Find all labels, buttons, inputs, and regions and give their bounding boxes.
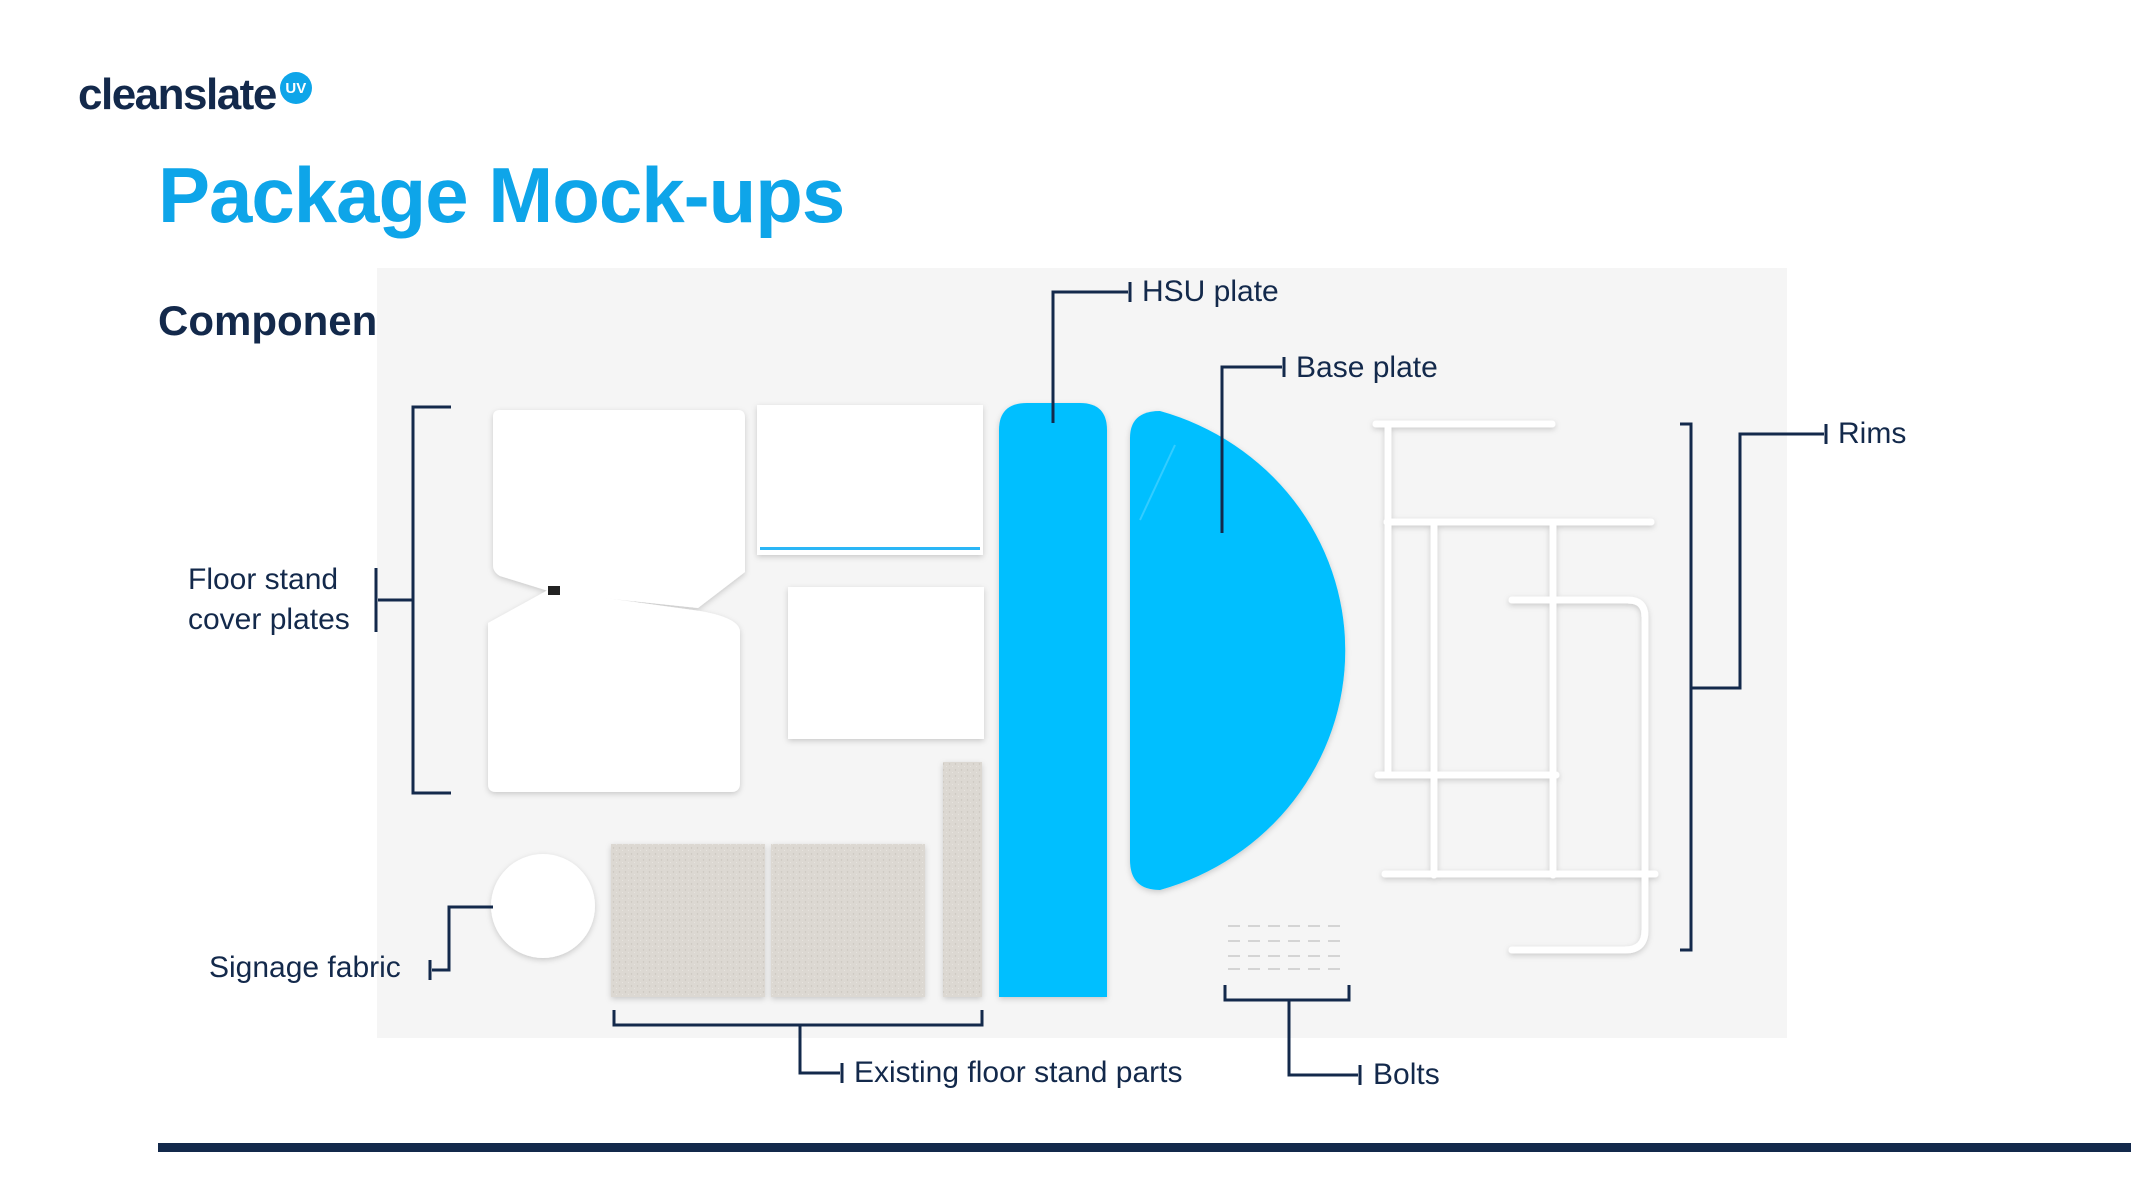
label-base-plate: Base plate <box>1296 351 1438 384</box>
hsu-plate <box>999 403 1107 997</box>
label-signage-fabric: Signage fabric <box>209 951 401 984</box>
label-floor-stand-cover-plates: Floor stand cover plates <box>188 563 350 636</box>
existing-floor-stand-parts <box>611 762 982 997</box>
callout-lines <box>374 282 1828 1085</box>
label-bolts: Bolts <box>1373 1058 1440 1091</box>
base-plate <box>1130 411 1346 890</box>
rims <box>1372 420 1659 954</box>
label-rims: Rims <box>1838 417 1907 450</box>
page-title: Package Mock-ups <box>158 151 845 239</box>
bolts <box>1228 925 1340 970</box>
label-existing-floor-stand-parts: Existing floor stand parts <box>854 1056 1183 1089</box>
brand-logo: cleanslate UV <box>78 70 312 120</box>
footer-divider <box>158 1143 2131 1152</box>
section-subtitle: Components <box>158 297 415 344</box>
logo-uv-badge: UV <box>279 72 312 104</box>
label-hsu-plate: HSU plate <box>1142 275 1279 308</box>
logo-wordmark: cleanslate <box>78 70 277 119</box>
signage-fabric <box>491 854 595 958</box>
floor-stand-cover-plates <box>488 405 984 792</box>
